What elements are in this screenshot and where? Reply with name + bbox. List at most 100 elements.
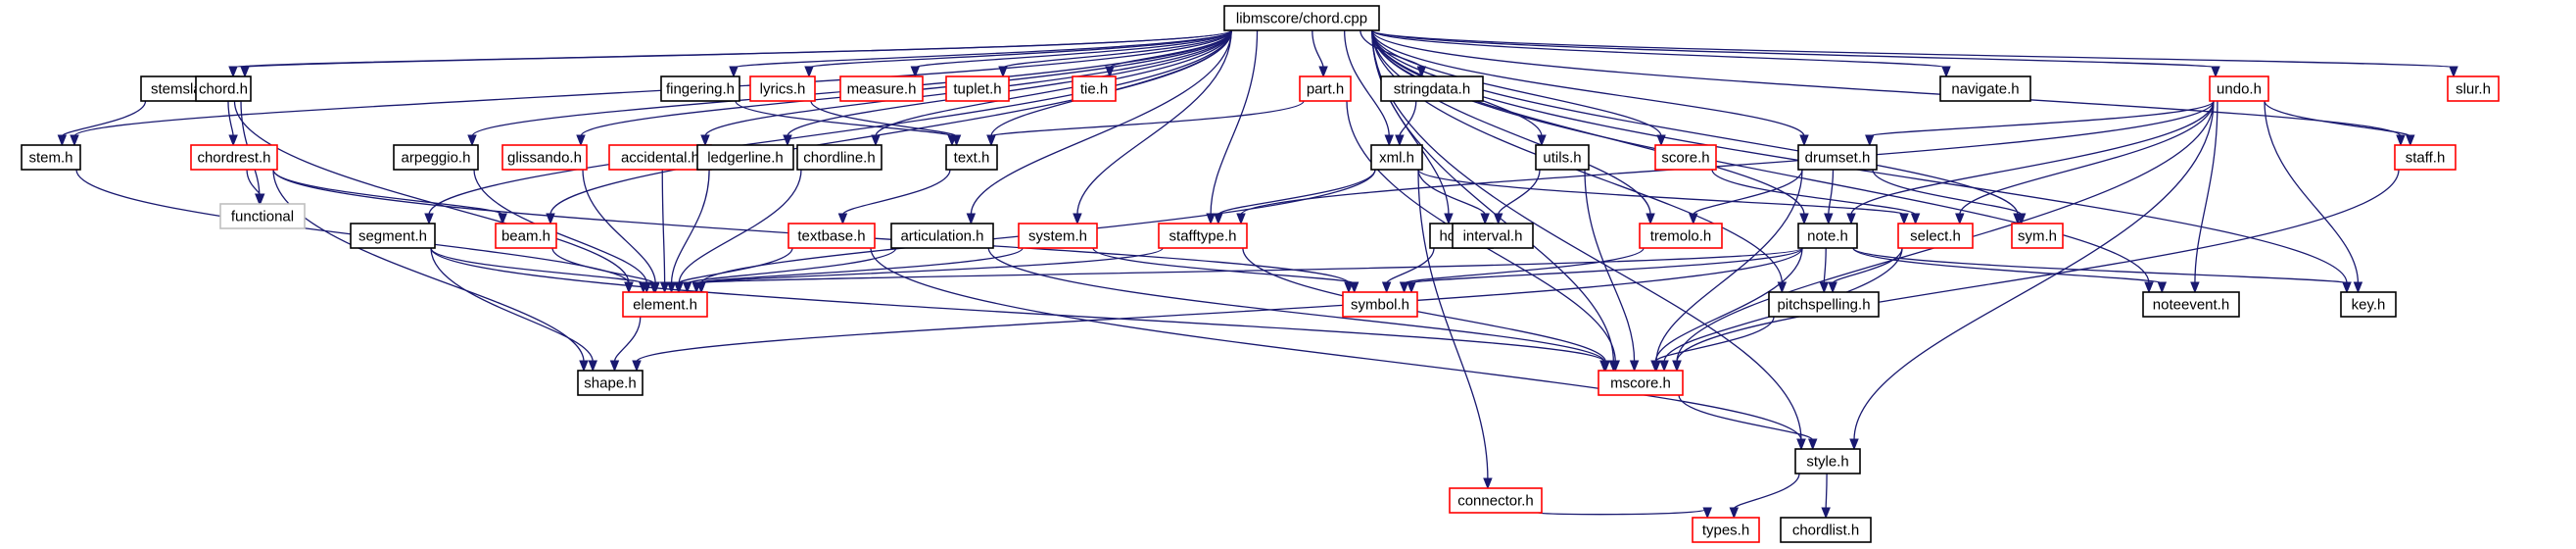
edge-lyrics-to-text (810, 100, 962, 147)
node-drumset[interactable]: drumset.h (1797, 144, 1878, 171)
node-tie[interactable]: tie.h (1072, 75, 1117, 102)
node-select[interactable]: select.h (1897, 223, 1974, 249)
node-articulation[interactable]: articulation.h (890, 223, 994, 249)
node-label-tie: tie.h (1080, 81, 1108, 98)
node-fingering[interactable]: fingering.h (660, 75, 740, 102)
node-label-staff: staff.h (2406, 150, 2446, 167)
edge-drumset-to-sym (1872, 169, 2027, 225)
node-shape[interactable]: shape.h (577, 370, 644, 396)
edge-chord_cpp-to-measure (910, 29, 1232, 78)
node-chordrest[interactable]: chordrest.h (190, 144, 278, 171)
node-arpeggio[interactable]: arpeggio.h (393, 144, 479, 171)
node-ledgerline[interactable]: ledgerline.h (696, 144, 794, 171)
node-utils[interactable]: utils.h (1535, 144, 1590, 171)
edge-accidental-to-element (659, 169, 670, 294)
node-chordlist[interactable]: chordlist.h (1780, 517, 1872, 543)
node-system[interactable]: system.h (1018, 223, 1098, 249)
node-staff[interactable]: staff.h (2394, 144, 2457, 171)
node-functional[interactable]: functional (219, 203, 306, 229)
edge-chord_cpp-to-stem (70, 29, 1232, 147)
node-label-select: select.h (1910, 228, 1961, 245)
edge-segment-to-shape (430, 247, 597, 373)
node-chord_cpp[interactable]: libmscore/chord.cpp (1223, 5, 1380, 31)
node-label-measure: measure.h (847, 81, 917, 98)
node-mscore[interactable]: mscore.h (1598, 370, 1684, 396)
edge-part-to-text (986, 100, 1305, 147)
edge-drumset-to-note (1824, 169, 1835, 225)
node-label-slur: slur.h (2456, 81, 2491, 98)
node-box-fingering (660, 75, 740, 102)
node-sym[interactable]: sym.h (2011, 223, 2064, 249)
node-element[interactable]: element.h (622, 291, 708, 318)
node-score[interactable]: score.h (1654, 144, 1717, 171)
node-tuplet[interactable]: tuplet.h (945, 75, 1010, 102)
edge-mscore-to-style (1678, 394, 1818, 451)
edge-note-to-symbol (1407, 247, 1803, 294)
node-box-tuplet (945, 75, 1010, 102)
node-label-chordrest: chordrest.h (197, 150, 270, 167)
node-connector[interactable]: connector.h (1449, 487, 1543, 514)
node-beam[interactable]: beam.h (495, 223, 557, 249)
node-box-style (1794, 448, 1861, 474)
edge-chord_cpp-to-undo (1371, 29, 2220, 78)
edge-stemslash-to-stem (57, 100, 147, 147)
edge-chord_cpp-to-sym (1371, 29, 2023, 225)
node-note[interactable]: note.h (1797, 223, 1858, 249)
node-chord[interactable]: chord.h (195, 75, 252, 102)
node-label-xml: xml.h (1379, 150, 1414, 167)
node-box-noteevent (2142, 291, 2240, 318)
node-box-mscore (1598, 370, 1684, 396)
node-stafftype[interactable]: stafftype.h (1158, 223, 1248, 249)
node-box-chordrest (190, 144, 278, 171)
edge-xml-to-interval (1417, 169, 1490, 225)
node-undo[interactable]: undo.h (2209, 75, 2269, 102)
node-text[interactable]: text.h (945, 144, 998, 171)
edge-note-to-noteevent (1852, 247, 2168, 294)
node-part[interactable]: part.h (1299, 75, 1352, 102)
node-box-system (1018, 223, 1098, 249)
node-label-segment: segment.h (358, 228, 427, 245)
node-stringdata[interactable]: stringdata.h (1380, 75, 1484, 102)
edge-hook-to-symbol (1381, 247, 1435, 294)
edge-chordrest-to-functional (246, 169, 265, 206)
node-box-chord (195, 75, 252, 102)
node-navigate[interactable]: navigate.h (1939, 75, 2031, 102)
edge-select-to-pitchspelling (1828, 247, 1903, 294)
node-key[interactable]: key.h (2340, 291, 2397, 318)
node-chordline[interactable]: chordline.h (796, 144, 883, 171)
edge-drumset-to-tremolo (1689, 169, 1803, 225)
node-tremolo[interactable]: tremolo.h (1639, 223, 1723, 249)
node-textbase[interactable]: textbase.h (787, 223, 876, 249)
node-glissando[interactable]: glissando.h (501, 144, 588, 171)
node-label-stafftype: stafftype.h (1169, 228, 1237, 245)
node-types[interactable]: types.h (1692, 517, 1760, 543)
node-label-lyrics: lyrics.h (760, 81, 806, 98)
node-box-chordline (796, 144, 883, 171)
node-box-symbol (1342, 291, 1418, 318)
node-segment[interactable]: segment.h (350, 223, 436, 249)
node-noteevent[interactable]: noteevent.h (2142, 291, 2240, 318)
node-style[interactable]: style.h (1794, 448, 1861, 474)
node-label-textbase: textbase.h (797, 228, 865, 245)
node-label-tremolo: tremolo.h (1650, 228, 1712, 245)
node-label-chordlist: chordlist.h (1792, 523, 1859, 539)
node-lyrics[interactable]: lyrics.h (749, 75, 816, 102)
node-symbol[interactable]: symbol.h (1342, 291, 1418, 318)
node-box-text (945, 144, 998, 171)
node-measure[interactable]: measure.h (839, 75, 924, 102)
edge-undo-to-style (1849, 100, 2215, 451)
edge-style-to-chordlist (1821, 473, 1831, 520)
node-stem[interactable]: stem.h (21, 144, 81, 171)
edge-chord_cpp-to-system (1073, 29, 1232, 225)
edge-text-to-textbase (837, 169, 951, 225)
node-label-style: style.h (1806, 454, 1848, 471)
node-slur[interactable]: slur.h (2447, 75, 2500, 102)
node-box-navigate (1939, 75, 2031, 102)
node-xml[interactable]: xml.h (1370, 144, 1423, 171)
edge-chord_cpp-to-navigate (1371, 29, 1951, 78)
node-interval[interactable]: interval.h (1452, 223, 1534, 249)
node-pitchspelling[interactable]: pitchspelling.h (1768, 291, 1880, 318)
node-label-ledgerline: ledgerline.h (707, 150, 784, 167)
node-accidental[interactable]: accidental.h (608, 144, 712, 171)
